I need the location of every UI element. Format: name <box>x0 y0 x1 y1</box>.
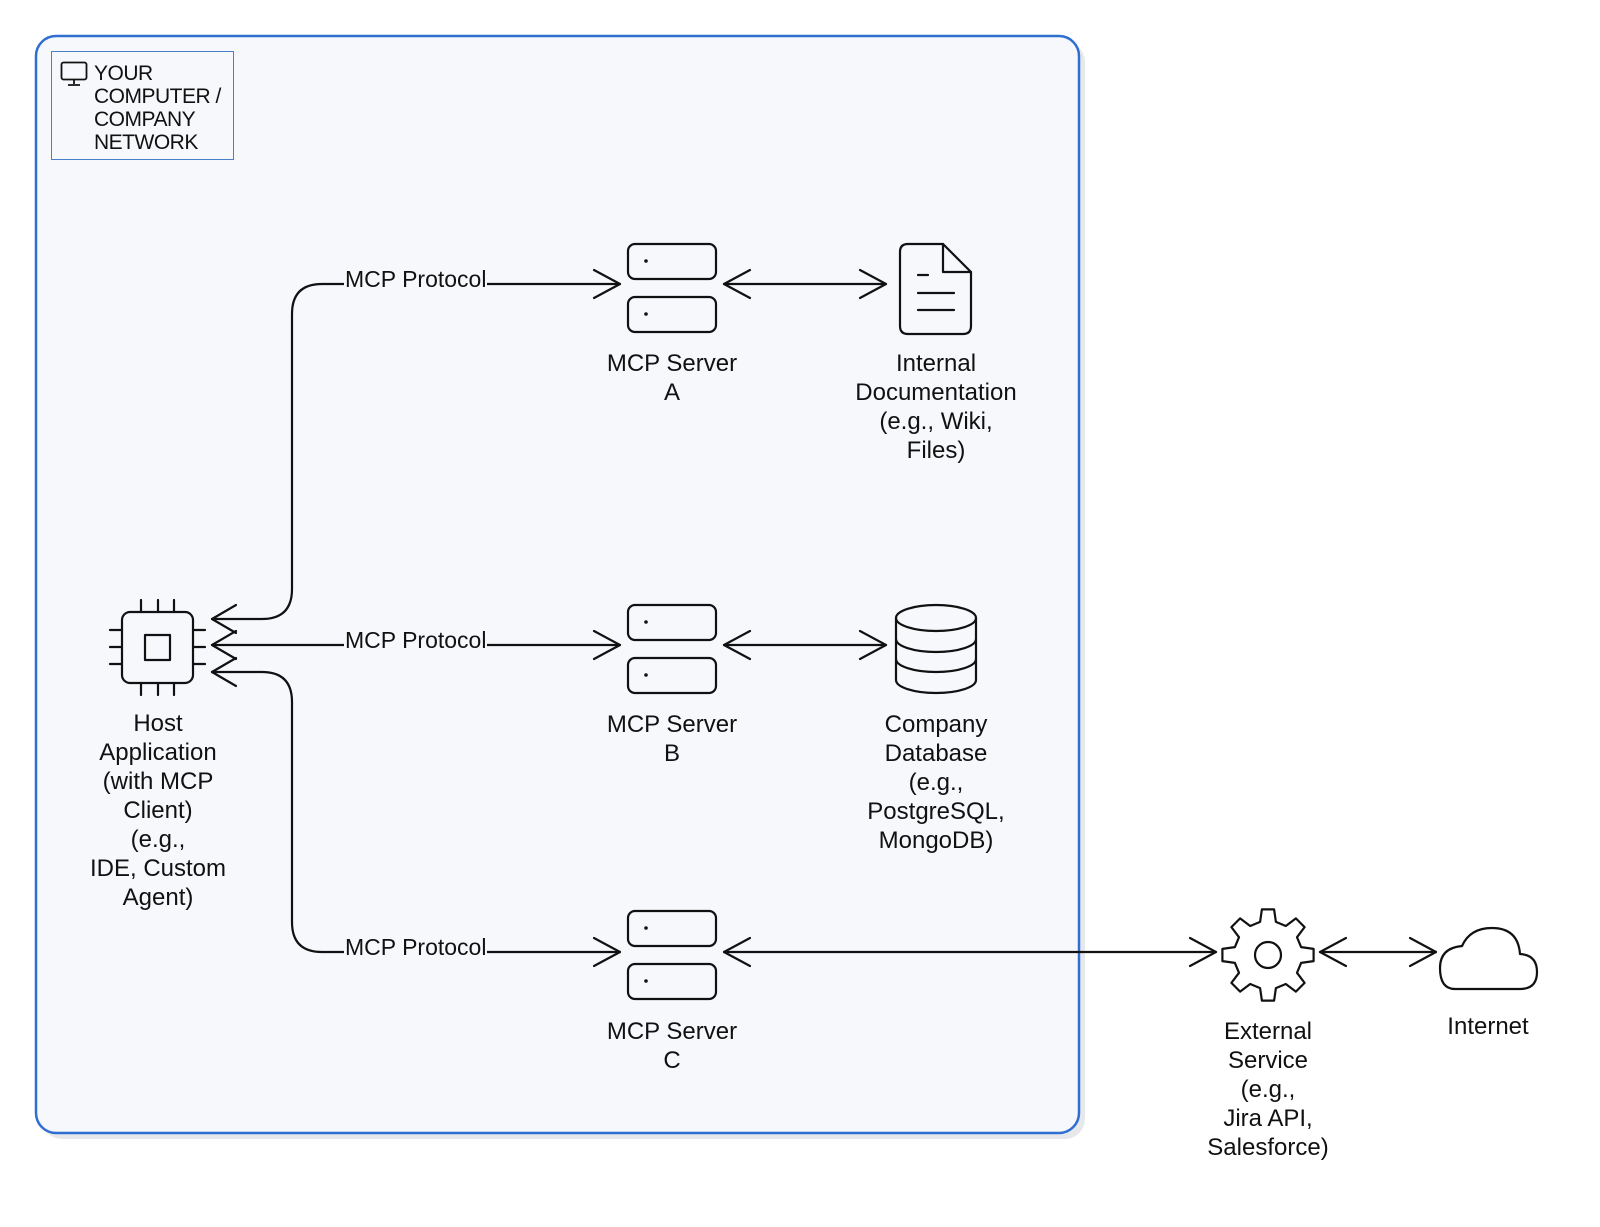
server-led <box>644 620 648 624</box>
label-line: (with MCP <box>102 768 214 795</box>
network-boundary <box>34 34 1081 1135</box>
server-icon <box>626 242 718 334</box>
label-line: Internal <box>895 350 977 377</box>
monitor-icon <box>60 61 88 86</box>
edge-host-server-a <box>210 282 622 621</box>
title-line: YOUR <box>94 62 153 85</box>
label-line: MongoDB) <box>878 827 994 854</box>
cpu-chip-icon <box>108 598 207 697</box>
network-boundary-title: YOUR COMPUTER / COMPANY NETWORK <box>51 51 234 160</box>
edge-host-server-c <box>210 670 622 954</box>
mcp-server-b-label: MCP Server B <box>572 710 772 768</box>
server-icon <box>626 603 718 695</box>
gear-icon <box>1221 908 1315 1002</box>
arrowhead <box>210 603 238 635</box>
label-line: Jira API, <box>1223 1105 1313 1132</box>
label-line: (e.g., <box>1240 1076 1296 1103</box>
cloud-icon <box>1438 926 1539 991</box>
label-line: Company <box>884 711 988 738</box>
arrowhead <box>722 629 752 661</box>
arrowhead <box>1318 936 1348 968</box>
label-line: MCP Server <box>606 1018 738 1045</box>
arrowhead <box>858 268 888 300</box>
label-line: Application <box>99 739 217 766</box>
title-line: COMPANY <box>94 108 196 131</box>
label-line: Files) <box>906 437 966 464</box>
server-led <box>644 926 648 930</box>
server-led <box>644 673 648 677</box>
label-line: MCP Server <box>606 711 738 738</box>
label-line: Client) <box>123 797 193 824</box>
arrowhead <box>210 629 238 661</box>
label-line: PostgreSQL, <box>867 798 1005 825</box>
label-line: IDE, Custom <box>89 855 227 882</box>
mcp-server-c-label: MCP Server C <box>572 1017 772 1075</box>
label-line: B <box>663 740 680 767</box>
arrowhead <box>858 629 888 661</box>
arrowhead <box>592 936 622 968</box>
label-line: (e.g., <box>908 769 964 796</box>
label-line: Documentation <box>855 379 1017 406</box>
label-line: External <box>1223 1018 1313 1045</box>
arrowhead <box>722 268 752 300</box>
internet-label: Internet <box>1418 1012 1558 1041</box>
edge-label-host-server-b: MCP Protocol <box>344 627 488 653</box>
arrowhead <box>1188 936 1218 968</box>
arrowhead <box>722 936 752 968</box>
server-led <box>644 259 648 263</box>
edge-label-host-server-a: MCP Protocol <box>344 266 488 292</box>
title-line: NETWORK <box>94 131 198 154</box>
database-icon <box>894 603 978 695</box>
arrowhead <box>592 629 622 661</box>
mcp-server-a-label: MCP Server A <box>572 349 772 407</box>
arrowhead <box>592 268 622 300</box>
label-line: Internet <box>1447 1013 1529 1040</box>
edge-label-host-server-c: MCP Protocol <box>344 934 488 960</box>
server-led <box>644 312 648 316</box>
server-icon <box>626 909 718 1001</box>
host-application-label: Host Application (with MCP Client) (e.g.… <box>58 709 258 912</box>
external-service-label: External Service (e.g., Jira API, Salesf… <box>1168 1017 1368 1162</box>
internal-documentation-label: Internal Documentation (e.g., Wiki, File… <box>826 349 1046 465</box>
title-line: COMPUTER / <box>94 85 221 108</box>
label-line: Service <box>1227 1047 1309 1074</box>
label-line: A <box>663 379 680 406</box>
label-line: MCP Server <box>606 350 738 377</box>
label-line: Agent) <box>122 884 194 911</box>
label-line: C <box>663 1047 681 1074</box>
label-line: Database <box>884 740 988 767</box>
label-line: (e.g., <box>130 826 186 853</box>
arrowhead <box>210 656 238 688</box>
arrowhead <box>1408 936 1438 968</box>
boundary-title-text: YOUR COMPUTER / COMPANY NETWORK <box>94 62 221 154</box>
company-database-label: Company Database (e.g., PostgreSQL, Mong… <box>826 710 1046 855</box>
server-led <box>644 979 648 983</box>
document-icon <box>898 242 973 336</box>
label-line: Host <box>133 710 183 737</box>
label-line: Salesforce) <box>1207 1134 1329 1161</box>
label-line: (e.g., Wiki, <box>879 408 993 435</box>
